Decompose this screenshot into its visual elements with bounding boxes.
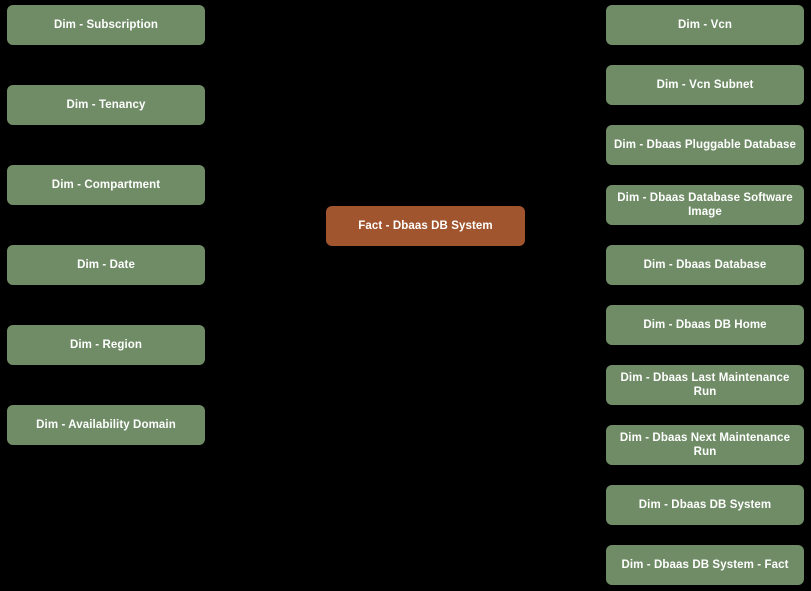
dimension-node[interactable]: Dim - Dbaas Database	[606, 245, 804, 285]
dimension-node[interactable]: Dim - Dbaas Database Software Image	[606, 185, 804, 225]
dimension-node[interactable]: Dim - Region	[7, 325, 205, 365]
dimension-node-label: Dim - Dbaas DB Home	[643, 319, 767, 331]
dimension-node[interactable]: Dim - Tenancy	[7, 85, 205, 125]
dimension-node[interactable]: Dim - Dbaas Pluggable Database	[606, 125, 804, 165]
dimension-node[interactable]: Dim - Date	[7, 245, 205, 285]
dimension-node-label: Dim - Dbaas DB System	[638, 499, 772, 511]
dimension-node-label: Dim - Availability Domain	[36, 419, 176, 431]
dimension-node-label: Dim - Vcn	[678, 19, 732, 31]
dimension-node[interactable]: Dim - Vcn	[606, 5, 804, 45]
dimension-node-label: Dim - Dbaas Database	[643, 259, 767, 271]
dimension-node[interactable]: Dim - Compartment	[7, 165, 205, 205]
dimension-node[interactable]: Dim - Dbaas DB System - Fact	[606, 545, 804, 585]
dimension-node-label: Dim - Vcn Subnet	[656, 79, 754, 91]
dimension-node-label: Dim - Tenancy	[66, 99, 146, 111]
dimension-node-label: Dim - Region	[69, 339, 143, 351]
dimension-node-label: Dim - Dbaas Next Maintenance Run	[619, 432, 791, 458]
dimension-node-label: Dim - Date	[77, 259, 135, 271]
dimension-node[interactable]: Dim - Dbaas Last Maintenance Run	[606, 365, 804, 405]
dimension-node-label: Dim - Compartment	[51, 179, 161, 191]
dimension-node-label: Dim - Dbaas Last Maintenance Run	[620, 372, 790, 398]
fact-table-node[interactable]: Fact - Dbaas DB System	[326, 206, 525, 246]
dimension-node[interactable]: Dim - Dbaas DB System	[606, 485, 804, 525]
dimension-node-label: Dim - Dbaas DB System - Fact	[621, 559, 789, 571]
dimension-node-label: Dim - Dbaas Database Software Image	[617, 192, 793, 218]
dimension-node[interactable]: Dim - Dbaas Next Maintenance Run	[606, 425, 804, 465]
fact-table-label: Fact - Dbaas DB System	[358, 220, 493, 232]
dimension-node[interactable]: Dim - Vcn Subnet	[606, 65, 804, 105]
dimension-node[interactable]: Dim - Dbaas DB Home	[606, 305, 804, 345]
dimension-node-label: Dim - Dbaas Pluggable Database	[614, 139, 796, 151]
dimension-node-label: Dim - Subscription	[53, 19, 159, 31]
dimension-node[interactable]: Dim - Subscription	[7, 5, 205, 45]
dimension-node[interactable]: Dim - Availability Domain	[7, 405, 205, 445]
